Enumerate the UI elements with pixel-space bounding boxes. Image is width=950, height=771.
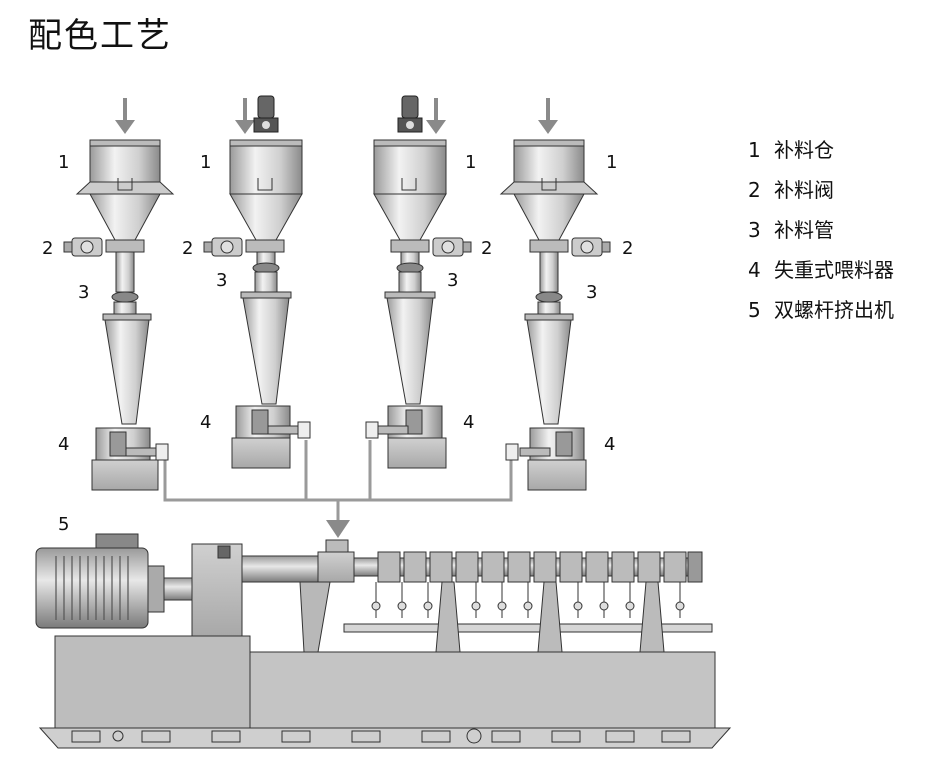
valve: [63, 237, 145, 257]
feeder-unit-3: [365, 95, 472, 469]
page-title: 配色工艺: [28, 16, 172, 56]
agitator-motor-icon: [397, 95, 423, 133]
twin-screw-extruder: [35, 533, 732, 749]
barrel: [353, 551, 703, 583]
hopper: [229, 139, 303, 241]
legend-number: 4: [748, 258, 761, 282]
label-pipe: 3: [78, 282, 89, 303]
base-frame: [38, 635, 732, 749]
label-valve: 2: [42, 238, 53, 259]
feeder-unit-4: [499, 98, 611, 491]
label-valve: 2: [182, 238, 193, 259]
legend: 1 补料仓 2 补料阀 3 补料管 4 失重式喂料器 5 双螺杆挤出机: [748, 134, 894, 334]
pipe: [535, 251, 563, 315]
legend-item-feeder: 4 失重式喂料器: [748, 254, 894, 294]
label-feeder: 4: [463, 412, 474, 433]
legend-text: 补料管: [774, 218, 834, 242]
label-valve: 2: [481, 238, 492, 259]
legend-item-pipe: 3 补料管: [748, 214, 894, 254]
label-hopper: 1: [200, 152, 211, 173]
barrel-supports: [343, 581, 713, 653]
legend-number: 2: [748, 178, 761, 202]
valve: [390, 237, 472, 257]
hopper: [75, 139, 175, 241]
hopper: [373, 139, 447, 241]
legend-number: 3: [748, 218, 761, 242]
gearbox: [191, 543, 319, 637]
cooling-valves: [371, 582, 685, 618]
label-hopper: 1: [606, 152, 617, 173]
feed-arrow-icon: [326, 520, 350, 538]
valve: [203, 237, 285, 257]
label-hopper: 1: [465, 152, 476, 173]
inlet-arrow-icon: [235, 98, 255, 134]
pipe: [396, 251, 424, 293]
legend-text: 失重式喂料器: [774, 258, 894, 282]
main-motor: [35, 533, 193, 629]
legend-text: 补料阀: [774, 178, 834, 202]
label-feeder: 4: [58, 434, 69, 455]
label-pipe: 3: [216, 270, 227, 291]
pipe: [252, 251, 280, 293]
valve: [529, 237, 611, 257]
loss-in-weight-feeder: [91, 313, 169, 491]
legend-item-hopper: 1 补料仓: [748, 134, 894, 174]
loss-in-weight-feeder: [505, 313, 587, 491]
legend-item-valve: 2 补料阀: [748, 174, 894, 214]
loss-in-weight-feeder: [365, 291, 447, 469]
legend-number: 5: [748, 298, 761, 322]
feed-line: [163, 440, 513, 522]
feed-throat: [299, 539, 355, 653]
legend-number: 1: [748, 138, 761, 162]
label-feeder: 4: [200, 412, 211, 433]
callout-numbers: 1 1 1 1 2 2 2 2 3 3 3 3 4 4 4 4 5: [42, 152, 633, 535]
inlet-arrow-icon: [115, 98, 135, 134]
legend-item-extruder: 5 双螺杆挤出机: [748, 294, 894, 334]
feeder-unit-1: [63, 98, 175, 491]
label-feeder: 4: [604, 434, 615, 455]
legend-text: 补料仓: [774, 138, 834, 162]
label-valve: 2: [622, 238, 633, 259]
inlet-arrow-icon: [538, 98, 558, 134]
agitator-motor-icon: [253, 95, 279, 133]
label-extruder: 5: [58, 514, 69, 535]
label-pipe: 3: [586, 282, 597, 303]
feeder-unit-2: [203, 95, 311, 469]
hopper: [499, 139, 599, 241]
label-pipe: 3: [447, 270, 458, 291]
inlet-arrow-icon: [426, 98, 446, 134]
legend-text: 双螺杆挤出机: [774, 298, 894, 322]
label-hopper: 1: [58, 152, 69, 173]
pipe: [111, 251, 139, 315]
loss-in-weight-feeder: [231, 291, 311, 469]
